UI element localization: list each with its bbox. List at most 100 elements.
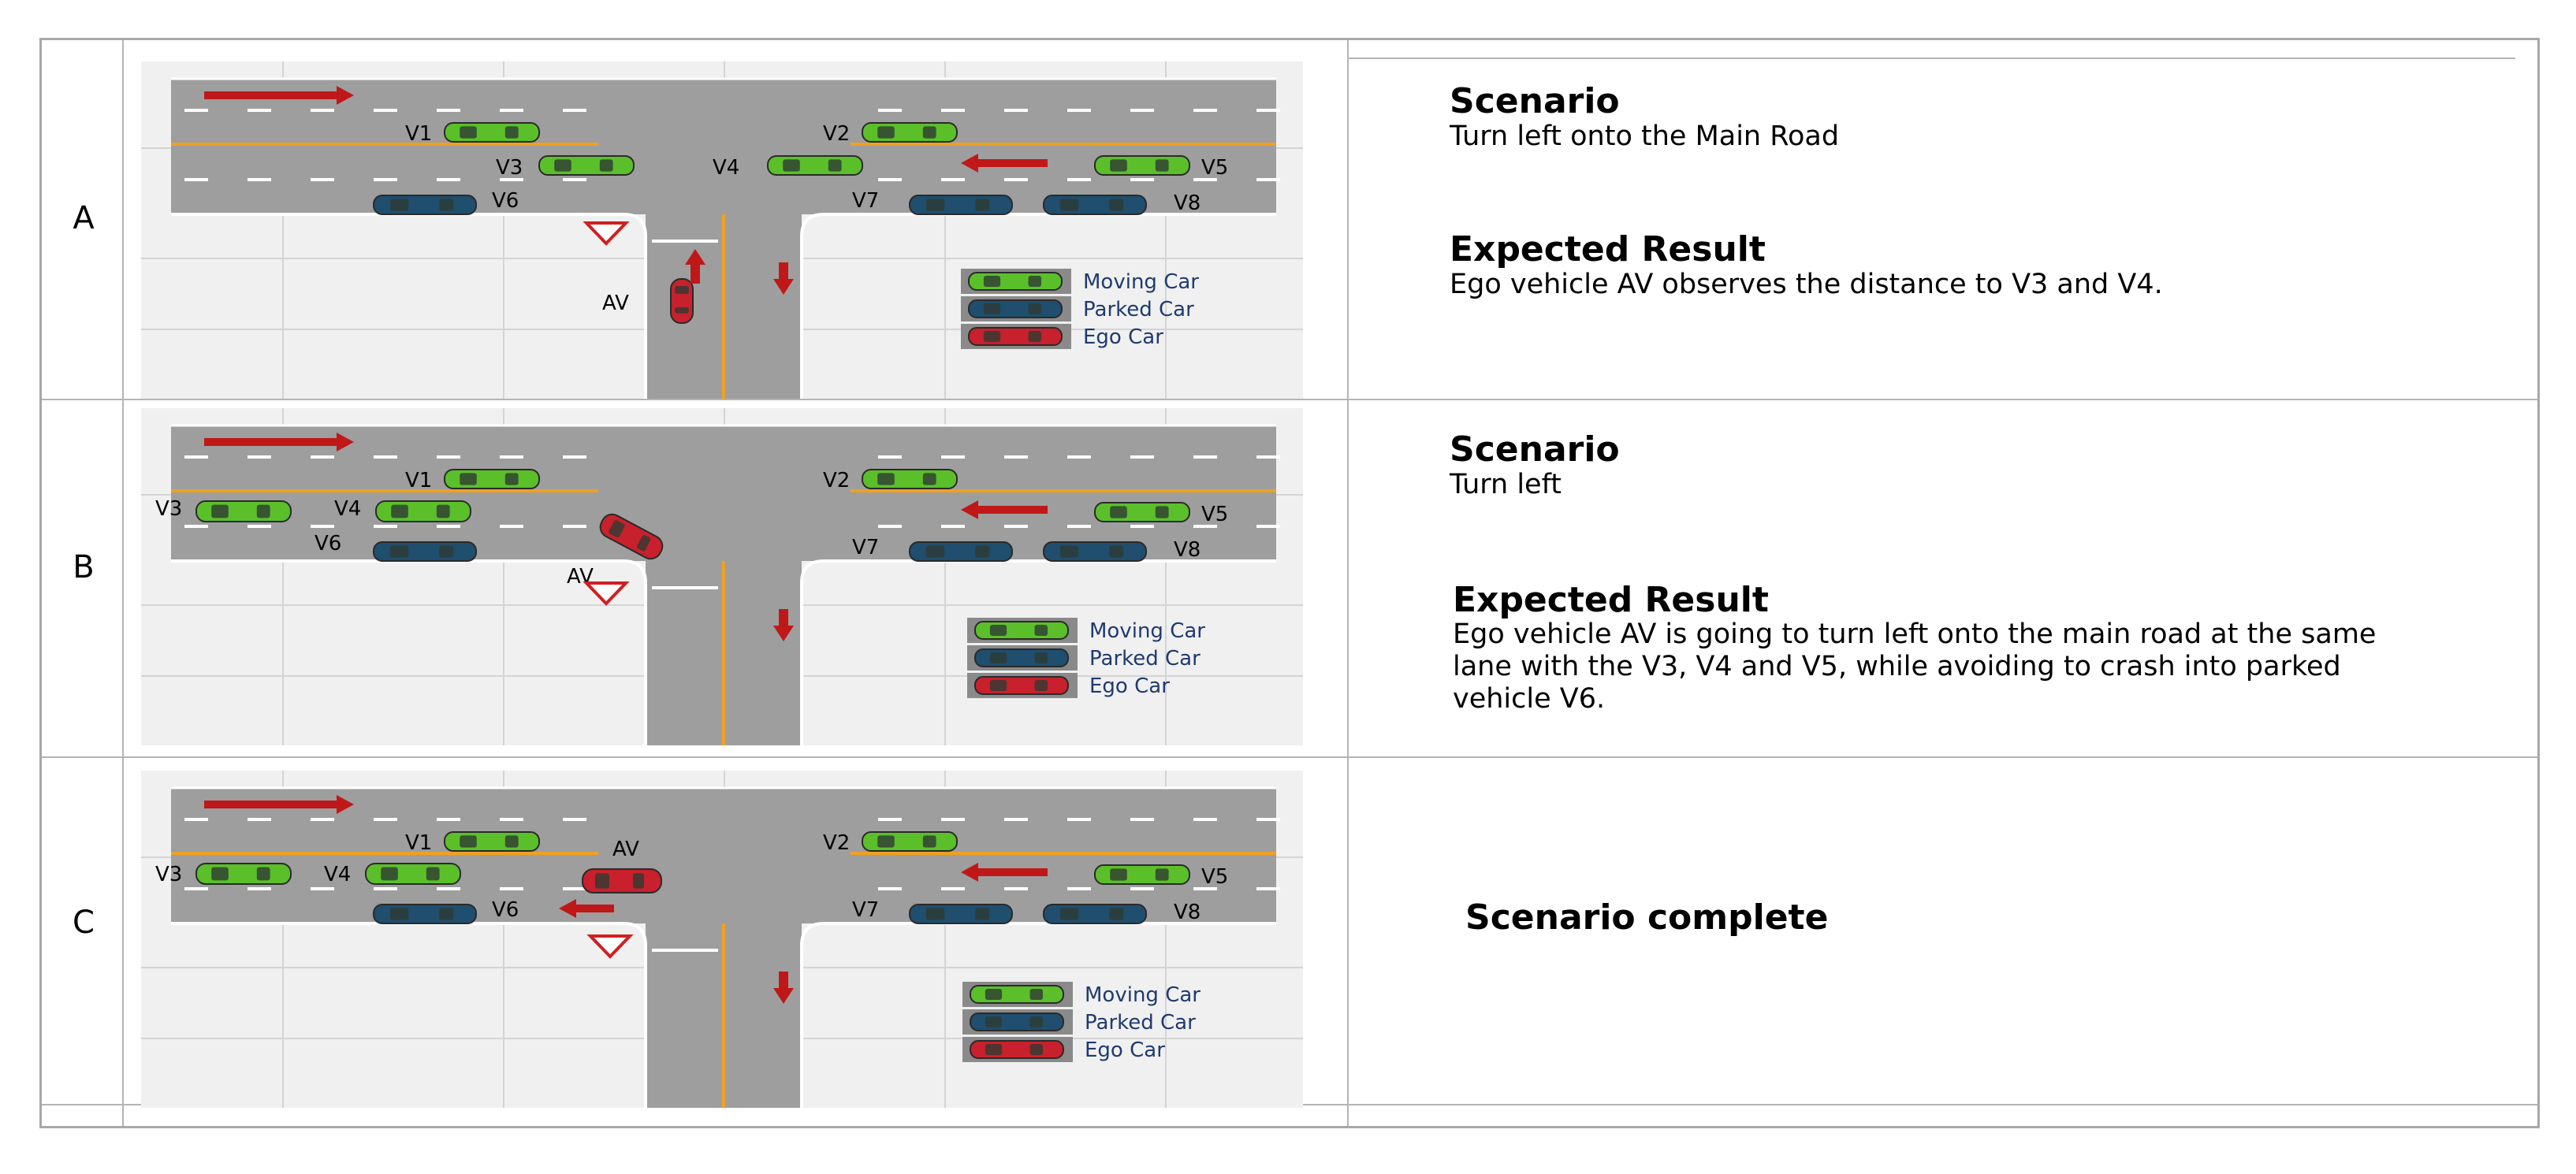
legend-parked-car-swatch xyxy=(974,648,1069,667)
vehicle-label-v5: V5 xyxy=(1201,156,1228,180)
vehicle-label-v2: V2 xyxy=(823,469,850,492)
legend-parked-car: Parked Car xyxy=(967,645,1201,671)
scenario-a-heading: Scenario xyxy=(1450,81,1620,121)
moving-car-v2 xyxy=(862,831,958,852)
vehicle-label-v7: V7 xyxy=(852,189,879,213)
row-divider xyxy=(1347,58,2515,59)
legend-ego-car-label: Ego Car xyxy=(1083,325,1163,349)
moving-car-v5 xyxy=(1094,155,1190,176)
moving-car-v4 xyxy=(375,500,471,522)
yield-sign xyxy=(586,934,634,959)
parked-car-v7 xyxy=(909,195,1013,215)
legend-moving-car-swatch xyxy=(974,621,1069,640)
scenario-c-complete: Scenario complete xyxy=(1465,897,1829,938)
legend-parked-car: Parked Car xyxy=(962,1009,1196,1035)
traffic-direction-arrow xyxy=(961,863,1048,882)
moving-car-v4 xyxy=(767,155,863,176)
row-label-c: C xyxy=(73,905,95,941)
traffic-direction-arrow xyxy=(204,433,354,451)
vehicle-label-v8: V8 xyxy=(1174,191,1201,215)
legend-parked-car-label: Parked Car xyxy=(1085,1011,1196,1035)
vehicle-label-v3: V3 xyxy=(155,497,182,521)
yield-sign xyxy=(583,581,630,606)
vehicle-label-av: AV xyxy=(602,292,629,315)
moving-car-v5 xyxy=(1094,864,1190,885)
ego-car-av xyxy=(599,513,664,560)
main-road xyxy=(171,788,1276,923)
scenario-a-result-heading: Expected Result xyxy=(1450,229,1766,269)
vehicle-label-v1: V1 xyxy=(405,122,432,146)
vehicle-label-v4: V4 xyxy=(334,497,361,521)
moving-car-v5 xyxy=(1094,502,1190,522)
parked-car-v6 xyxy=(373,195,477,215)
moving-car-v1 xyxy=(444,831,540,852)
moving-car-v2 xyxy=(862,469,958,489)
legend-ego-car: Ego Car xyxy=(962,1037,1165,1062)
moving-car-v3 xyxy=(195,500,292,522)
main-road xyxy=(171,425,1276,561)
traffic-direction-arrow xyxy=(773,609,794,641)
traffic-direction-arrow xyxy=(204,86,354,105)
vehicle-label-v3: V3 xyxy=(496,156,523,180)
ego-car-av xyxy=(670,278,694,324)
legend-parked-car-swatch xyxy=(968,299,1063,318)
legend-moving-car-label: Moving Car xyxy=(1085,983,1201,1007)
vehicle-label-v2: V2 xyxy=(823,831,850,855)
column-divider xyxy=(122,40,124,1126)
ego-direction-arrow xyxy=(559,899,614,918)
legend-moving-car: Moving Car xyxy=(961,269,1199,294)
vehicle-label-v4: V4 xyxy=(324,863,351,886)
vehicle-label-av: AV xyxy=(612,838,639,861)
vehicle-label-v1: V1 xyxy=(405,469,432,492)
vehicle-label-v5: V5 xyxy=(1201,865,1228,889)
vehicle-label-v1: V1 xyxy=(405,831,432,855)
legend-moving-car-swatch xyxy=(968,272,1063,291)
scenario-b-heading: Scenario xyxy=(1450,429,1620,470)
legend-moving-car: Moving Car xyxy=(967,618,1205,643)
legend-ego-car: Ego Car xyxy=(967,673,1170,698)
parked-car-v8 xyxy=(1043,195,1147,215)
parked-car-v6 xyxy=(373,904,477,924)
traffic-direction-arrow xyxy=(204,795,354,814)
moving-car-v4 xyxy=(365,863,461,885)
vehicle-label-v5: V5 xyxy=(1201,503,1228,526)
legend-ego-car-swatch xyxy=(968,327,1063,346)
row-label-b: B xyxy=(73,549,95,585)
scenario-b-text: Turn left xyxy=(1450,469,1562,500)
row-divider xyxy=(42,399,2537,400)
ego-direction-arrow xyxy=(685,249,705,284)
parked-car-v8 xyxy=(1043,904,1147,924)
parked-car-v7 xyxy=(909,541,1013,562)
vehicle-label-v4: V4 xyxy=(713,156,739,180)
legend-ego-car-label: Ego Car xyxy=(1089,674,1170,698)
legend-ego-car: Ego Car xyxy=(961,324,1163,349)
legend-moving-car: Moving Car xyxy=(962,982,1201,1007)
legend-moving-car-swatch xyxy=(970,985,1064,1004)
moving-car-v3 xyxy=(195,863,292,885)
ego-car-av xyxy=(582,868,662,894)
vehicle-label-v7: V7 xyxy=(852,898,879,922)
row-divider xyxy=(42,756,2537,758)
scenario-b-result-heading: Expected Result xyxy=(1453,580,1769,620)
moving-car-v2 xyxy=(862,122,958,143)
scenario-b-result-text: Ego vehicle AV is going to turn left ont… xyxy=(1453,619,2377,715)
parked-car-v6 xyxy=(373,541,477,562)
vehicle-label-v6: V6 xyxy=(492,189,519,213)
parked-car-v7 xyxy=(909,904,1013,924)
vehicle-label-v6: V6 xyxy=(492,898,519,922)
vehicle-label-v6: V6 xyxy=(315,532,341,555)
legend-ego-car-swatch xyxy=(974,676,1069,695)
legend-parked-car: Parked Car xyxy=(961,296,1194,321)
legend-parked-car-label: Parked Car xyxy=(1089,647,1201,671)
legend-ego-car-label: Ego Car xyxy=(1085,1038,1165,1062)
traffic-direction-arrow xyxy=(961,154,1048,173)
traffic-direction-arrow xyxy=(773,972,794,1004)
vehicle-label-v2: V2 xyxy=(823,122,850,146)
legend-moving-car-label: Moving Car xyxy=(1089,619,1205,643)
vehicle-label-v3: V3 xyxy=(155,863,182,886)
traffic-direction-arrow xyxy=(961,500,1048,519)
